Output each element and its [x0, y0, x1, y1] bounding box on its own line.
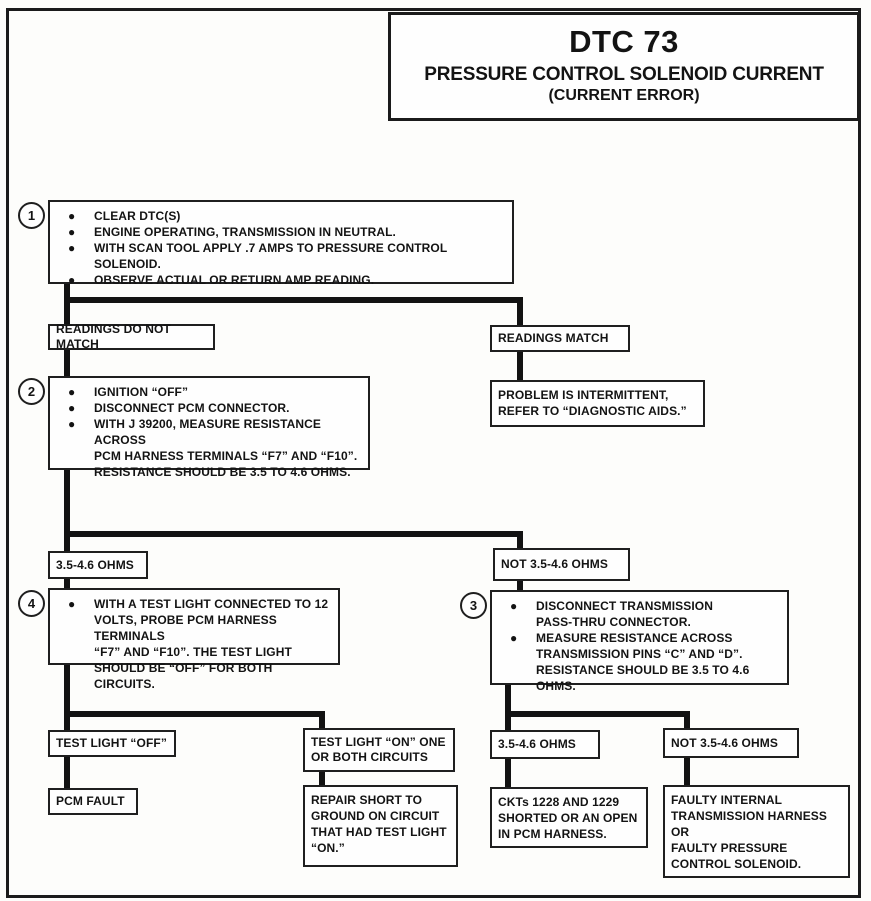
connector-test-light-on-down — [319, 711, 325, 730]
bullet-icon: ● — [68, 273, 76, 287]
connector-step1-down — [64, 283, 70, 326]
branch-label-test-light-off: TEST LIGHT “OFF” — [48, 730, 176, 757]
bullet-icon: ● — [68, 225, 76, 239]
outcome-repair-short: REPAIR SHORT TO GROUND ON CIRCUIT THAT H… — [303, 785, 458, 867]
step-2-bullet: IGNITION “OFF” — [94, 385, 189, 399]
connector-to-step4 — [64, 577, 70, 590]
branch-label-ohms-out-of-range-right: NOT 3.5-4.6 OHMS — [663, 728, 799, 758]
branch-label-ohms-in-range-right: 3.5-4.6 OHMS — [490, 730, 600, 759]
connector-step3-branch — [505, 711, 690, 717]
step-1-badge: 1 — [18, 202, 45, 229]
outcome-pcm-fault: PCM FAULT — [48, 788, 138, 815]
connector-to-intermittent — [517, 350, 523, 382]
branch-label-test-light-on: TEST LIGHT “ON” ONE OR BOTH CIRCUITS — [303, 728, 455, 772]
connector-readings-match-down — [517, 297, 523, 326]
step-4-box: ● WITH A TEST LIGHT CONNECTED TO 12 VOLTS… — [48, 588, 340, 691]
step-2-box: ● IGNITION “OFF” ● DISCONNECT PCM CONNECTO… — [48, 376, 370, 479]
bullet-icon: ● — [68, 417, 76, 431]
step-1-bullet: CLEAR DTC(S) — [94, 209, 181, 223]
connector-to-pcm-fault — [64, 755, 70, 790]
bullet-icon: ● — [68, 385, 76, 399]
connector-not-ohms-down — [517, 531, 523, 550]
step-4-badge: 4 — [18, 590, 45, 617]
step-2-badge: 2 — [18, 378, 45, 405]
step-1-bullet: OBSERVE ACTUAL OR RETURN AMP READING. — [94, 273, 375, 287]
bullet-icon: ● — [68, 241, 76, 255]
step-3-bullet: DISCONNECT TRANSMISSION PASS-THRU CONNEC… — [536, 599, 713, 629]
branch-label-readings-match: READINGS MATCH — [490, 325, 630, 352]
branch-label-readings-do-not-match: READINGS DO NOT MATCH — [48, 322, 215, 351]
connector-not-ohms2-down — [684, 711, 690, 730]
bullet-icon: ● — [510, 631, 518, 645]
outcome-ckts-shorted: CKTs 1228 AND 1229 SHORTED OR AN OPEN IN… — [490, 787, 648, 848]
dtc-subtitle: (CURRENT ERROR) — [548, 87, 700, 104]
connector-step3-down — [505, 683, 511, 732]
title-box: DTC 73 PRESSURE CONTROL SOLENOID CURRENT… — [388, 12, 860, 121]
bullet-icon: ● — [510, 599, 518, 613]
step-1-box: ● CLEAR DTC(S) ● ENGINE OPERATING, TRANSMI… — [48, 200, 514, 287]
step-2-bullet: WITH J 39200, MEASURE RESISTANCE ACROSS … — [94, 417, 358, 479]
step-3-box: ● DISCONNECT TRANSMISSION PASS-THRU CONNE… — [490, 590, 789, 693]
bullet-icon: ● — [68, 401, 76, 415]
connector-to-ckts — [505, 758, 511, 789]
bullet-icon: ● — [68, 209, 76, 223]
step-3-bullet: MEASURE RESISTANCE ACROSS TRANSMISSION P… — [536, 631, 750, 693]
branch-label-ohms-in-range-left: 3.5-4.6 OHMS — [48, 551, 148, 579]
outcome-faulty-internal: FAULTY INTERNAL TRANSMISSION HARNESS OR … — [663, 785, 850, 878]
step-4-bullet: WITH A TEST LIGHT CONNECTED TO 12 VOLTS,… — [94, 597, 329, 691]
step-1-bullet: ENGINE OPERATING, TRANSMISSION IN NEUTRA… — [94, 225, 396, 239]
connector-to-repair — [319, 770, 325, 787]
connector-to-step2 — [64, 348, 70, 378]
step-3-badge: 3 — [460, 592, 487, 619]
dtc-name: PRESSURE CONTROL SOLENOID CURRENT — [424, 64, 824, 85]
connector-to-step3 — [517, 579, 523, 592]
outcome-intermittent: PROBLEM IS INTERMITTENT, REFER TO “DIAGN… — [490, 380, 705, 427]
connector-step2-branch — [64, 531, 523, 537]
connector-step4-branch — [64, 711, 325, 717]
dtc-code: DTC 73 — [569, 24, 679, 59]
connector-step1-branch — [64, 297, 523, 303]
connector-step4-down — [64, 663, 70, 732]
bullet-icon: ● — [68, 597, 76, 611]
step-2-bullet: DISCONNECT PCM CONNECTOR. — [94, 401, 290, 415]
step-1-bullet: WITH SCAN TOOL APPLY .7 AMPS TO PRESSURE… — [94, 241, 448, 271]
branch-label-ohms-out-of-range-left: NOT 3.5-4.6 OHMS — [493, 548, 630, 581]
connector-to-faulty — [684, 756, 690, 787]
outer-frame — [6, 8, 861, 898]
connector-step2-down — [64, 468, 70, 553]
